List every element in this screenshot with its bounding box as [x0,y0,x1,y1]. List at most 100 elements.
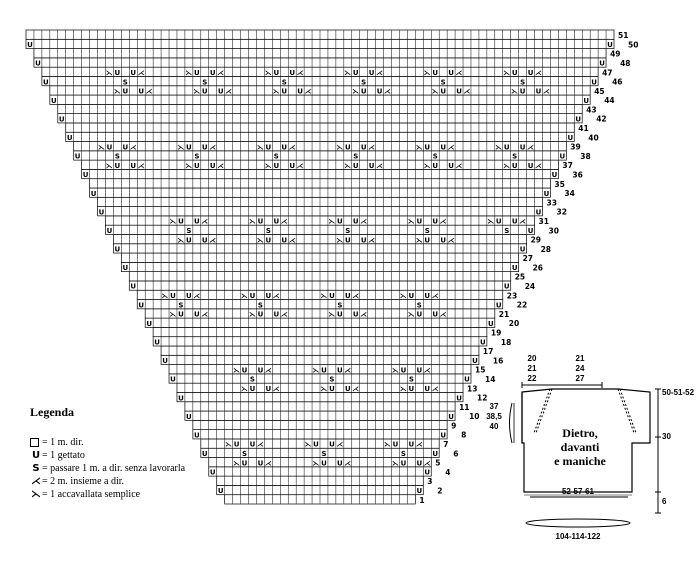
row-number: 46 [612,78,622,87]
slip-symbol: S [266,227,271,235]
ssk-symbol: ⋋ [344,162,351,170]
ssk-symbol: ⋋ [241,385,248,393]
yarnover-symbol: U [250,292,256,300]
row-number: 20 [509,319,519,328]
ssk-symbol: ⋋ [193,88,200,96]
ssk-symbol: ⋋ [503,162,510,170]
k2tog-symbol: ⋌ [344,459,351,467]
yarnover-symbol: U [75,153,81,161]
slip-symbol: S [321,450,326,458]
ssk-symbol: ⋋ [106,69,113,77]
yarnover-symbol: U [178,394,184,402]
yarnover-symbol: U [281,88,287,96]
stitch-symbol-icon: ⋋ [31,489,41,500]
left-num-2: 38,5 [486,412,502,421]
chart-cell-lines [136,280,504,291]
yarnover-symbol: U [130,283,136,291]
width-label: 52-57-61 [562,487,595,496]
ssk-symbol: ⋋ [352,88,359,96]
yarnover-symbol: U [544,190,550,198]
yarnover-symbol: U [464,376,470,384]
garment-outline [521,388,651,493]
k2tog-symbol: ⋌ [416,441,423,449]
row-number: 49 [610,50,620,59]
row-number: 27 [523,254,533,263]
ssk-symbol: ⋋ [233,366,240,374]
chart-cell-lines [176,373,464,384]
row-number: 12 [477,394,487,403]
yarnover-symbol: U [289,69,295,77]
yarnover-symbol: U [432,450,438,458]
chart-cell-lines [168,355,472,365]
chart-cell-lines [81,141,559,151]
yarnover-symbol: U [35,60,41,68]
yarnover-symbol: U [43,78,49,86]
ssk-symbol: ⋋ [265,69,272,77]
stitch-symbol-icon: ⋌ [31,476,41,487]
chart-cell-lines [57,95,583,105]
k2tog-symbol: ⋌ [376,69,383,77]
ssk-symbol: ⋋ [177,143,184,151]
k2tog-symbol: ⋌ [384,88,391,96]
slip-symbol: S [345,227,350,235]
yarnover-symbol: U [401,459,407,467]
schematic-title-1: Dietro, [562,426,597,440]
yarnover-symbol: U [536,208,542,216]
legend-item-text: = passare 1 m. a dir. senza lavorarla [42,463,186,474]
slip-symbol: S [250,376,255,384]
k2tog-symbol: ⋌ [360,311,367,319]
yarnover-symbol: U [250,385,256,393]
yarnover-symbol: U [496,218,502,226]
chart-cell-lines [129,253,511,263]
slip-symbol: S [123,78,128,86]
chart-cell-lines [121,243,519,254]
slip-symbol: S [258,301,263,309]
yarnover-symbol: U [504,283,510,291]
yarnover-symbol: U [552,171,558,179]
yarnover-symbol: U [329,441,335,449]
yarnover-symbol: U [472,357,478,365]
k2tog-symbol: ⋌ [289,143,296,151]
k2tog-symbol: ⋌ [352,385,359,393]
yarnover-symbol: U [361,143,367,151]
k2tog-symbol: ⋌ [281,218,288,226]
chart-cell-lines [105,197,535,207]
row-number: 25 [515,273,525,282]
yarnover-symbol: U [432,69,438,77]
yarnover-symbol: U [266,385,272,393]
chart-cell-lines [113,225,527,235]
chart-cell-lines [216,466,424,477]
yarnover-symbol: U [51,97,57,105]
k2tog-symbol: ⋌ [201,311,208,319]
yarnover-symbol: U [170,376,176,384]
yarnover-symbol: U [432,218,438,226]
yarnover-symbol: U [409,385,415,393]
chart-cell-lines [224,476,416,486]
slip-symbol: S [417,301,422,309]
row-number: 19 [491,329,501,338]
chart-cell-lines [97,188,543,198]
yarnover-symbol: U [281,143,287,151]
right-top-label: 50-51-52 [662,388,695,397]
chart-cell-lines [184,383,456,393]
chart-cell-lines [136,271,504,281]
yarnover-symbol: U [448,69,454,77]
legend-item: U= 1 gettato [30,449,230,462]
yarnover-symbol: U [178,218,184,226]
slip-symbol: S [504,227,509,235]
yarnover-symbol: U [337,218,343,226]
k2tog-symbol: ⋌ [273,385,280,393]
yarnover-symbol: U [393,441,399,449]
k2tog-symbol: ⋌ [146,88,153,96]
slip-symbol: S [329,376,334,384]
yarnover-symbol: U [107,227,113,235]
yarnover-symbol: U [409,441,415,449]
yarnover-symbol: U [297,88,303,96]
chart-cell-lines [208,438,432,449]
slip-symbol: S [433,153,438,161]
row-number: 18 [501,338,511,347]
row-number: 22 [517,301,527,310]
top-right-num-2: 24 [576,364,585,373]
